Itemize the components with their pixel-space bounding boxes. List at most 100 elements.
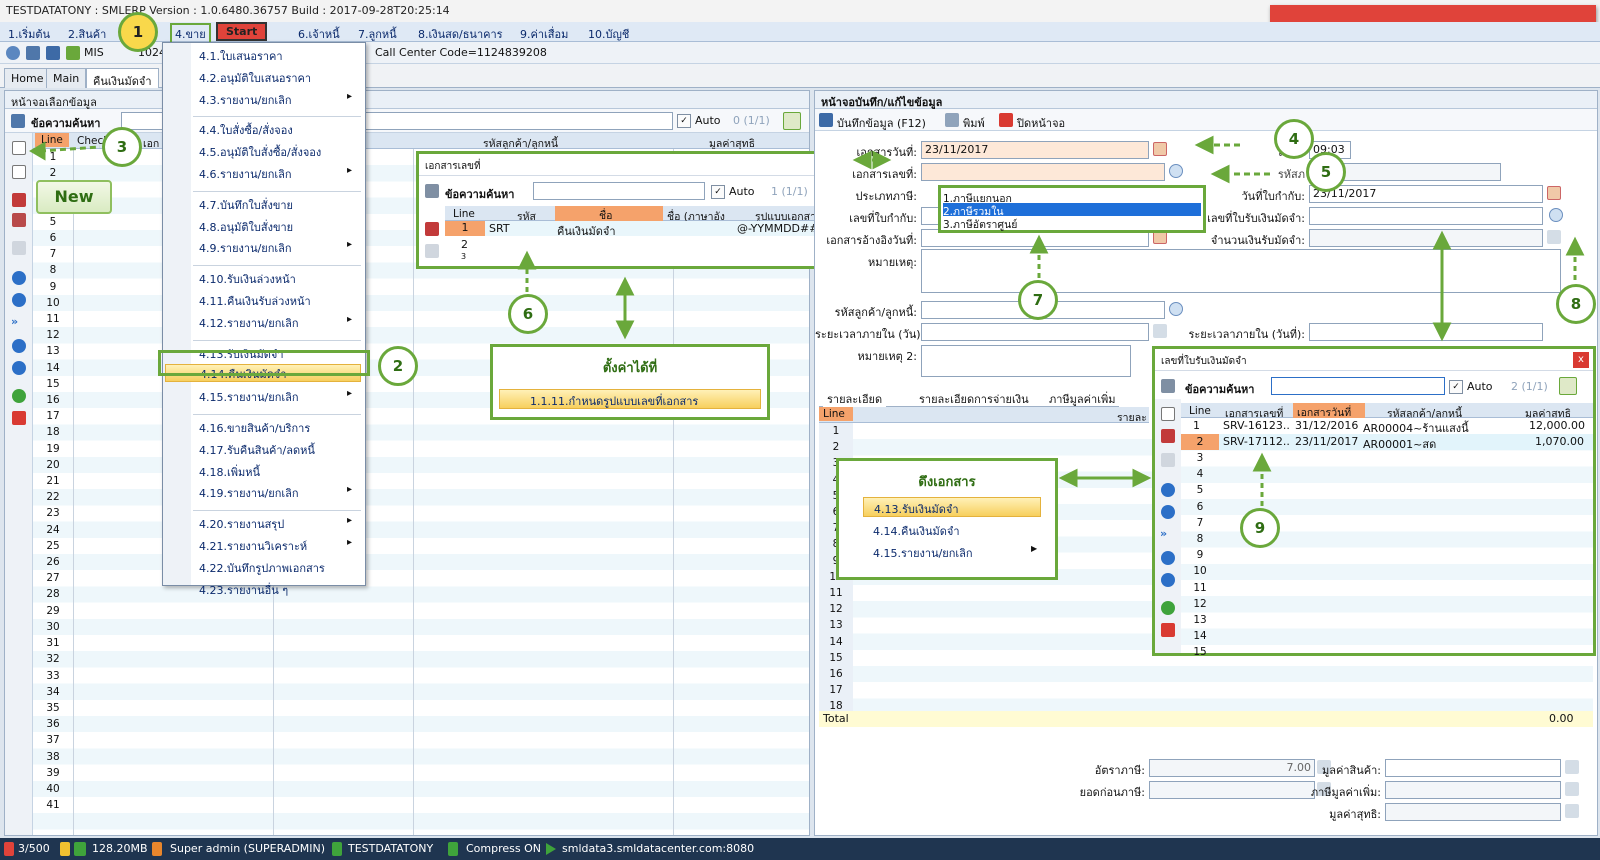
col-doc[interactable]: เอก xyxy=(143,138,160,150)
sales-menu-item[interactable]: 4.2.อนุมัติใบเสนอราคา xyxy=(199,71,312,85)
arrow-right-icon[interactable] xyxy=(1161,505,1175,519)
col-doc-date[interactable]: เอกสารวันที่ xyxy=(1293,403,1365,422)
col-doc-format[interactable]: รูปแบบเอกสาร xyxy=(755,211,822,223)
search-icon[interactable] xyxy=(1169,302,1183,316)
sales-menu-item[interactable]: 4.6.รายงาน/ยกเลิก xyxy=(199,168,292,181)
search-icon[interactable] xyxy=(783,112,801,130)
sales-menu-item[interactable]: 4.7.บันทึกใบสั่งขาย xyxy=(199,198,293,212)
sales-menu-item[interactable]: 4.20.รายงานสรุป xyxy=(199,518,285,532)
table-row[interactable]: 1 SRV-16123.. 31/12/2016 AR00004~ร้านแสง… xyxy=(1193,419,1585,435)
delete-icon[interactable] xyxy=(1161,623,1175,637)
menu-start[interactable]: 1.เริ่มต้น xyxy=(8,28,51,41)
net-value-field[interactable] xyxy=(1385,803,1561,821)
calculator-icon[interactable] xyxy=(1565,804,1579,818)
tax-option-1[interactable]: 1.ภาษีแยกนอก xyxy=(943,193,1012,205)
arrow-up-icon[interactable] xyxy=(1161,551,1175,565)
sales-menu-item[interactable]: 4.3.รายงาน/ยกเลิก xyxy=(199,93,292,107)
col-doc-no[interactable]: เอกสารเลขที่ xyxy=(1225,408,1284,420)
col-customer[interactable]: รหัสลูกค้า/ลูกหนี้ xyxy=(483,138,559,150)
sales-menu-item[interactable]: 4.1.ใบเสนอราคา xyxy=(199,50,283,63)
col-line[interactable]: Line xyxy=(453,208,475,220)
menu-cash-bank[interactable]: 8.เงินสด/ธนาคาร xyxy=(418,28,503,41)
close-icon[interactable]: x xyxy=(1573,352,1589,368)
arrow-left-icon[interactable] xyxy=(12,271,26,285)
new-document-icon[interactable] xyxy=(12,141,26,155)
arrow-down-icon[interactable] xyxy=(12,361,26,375)
arrow-down-icon[interactable] xyxy=(1161,573,1175,587)
table-row[interactable]: 2 SRV-17112.. 23/11/2017 AR00001~สด 1,07… xyxy=(1181,434,1593,451)
menu-depreciation[interactable]: 9.ค่าเสื่อม xyxy=(520,28,569,41)
period-days-field[interactable] xyxy=(921,323,1149,341)
list-icon[interactable] xyxy=(425,244,439,258)
col-name-en[interactable]: ชื่อ (ภาษาอัง xyxy=(667,211,725,223)
calendar-icon[interactable] xyxy=(1153,142,1167,156)
col-line[interactable]: Line xyxy=(819,407,853,421)
tax-option-2[interactable]: 2.ภาษีรวมใน xyxy=(943,203,1201,218)
left-auto-checkbox[interactable]: ✓ xyxy=(677,114,691,128)
sales-menu-item[interactable]: 4.4.ใบสั่งซื้อ/สั่งจอง xyxy=(199,124,293,138)
vat-rate-field[interactable]: 7.00 xyxy=(1149,759,1315,777)
deposit-search-input[interactable] xyxy=(1271,377,1445,395)
tab-vat[interactable]: ภาษีมูลค่าเพิ่ม xyxy=(1049,393,1116,406)
checklist-icon[interactable] xyxy=(1161,429,1175,443)
calculator-icon[interactable] xyxy=(1317,782,1331,796)
checklist-icon[interactable] xyxy=(425,222,439,236)
tax-option-3[interactable]: 3.ภาษีอัตราศูนย์ xyxy=(943,219,1018,231)
sales-menu-item[interactable]: 4.23.รายงานอื่น ๆ xyxy=(199,583,289,597)
calculator-icon[interactable] xyxy=(1317,760,1331,774)
sales-menu-item[interactable]: 4.11.คืนเงินรับล่วงหน้า xyxy=(199,295,311,308)
checklist-icon[interactable] xyxy=(12,193,26,207)
sales-menu-item[interactable]: 4.10.รับเงินล่วงหน้า xyxy=(199,273,296,287)
pull-item-refund-deposit[interactable]: 4.14.คืนเงินมัดจำ xyxy=(873,525,960,538)
document-icon[interactable] xyxy=(12,165,26,179)
tab-payment-detail[interactable]: รายละเอียดการจ่ายเงิน xyxy=(919,393,1029,406)
confirm-icon[interactable] xyxy=(1161,601,1175,615)
doc-popup-auto-checkbox[interactable]: ✓ xyxy=(711,185,725,199)
vat-field[interactable] xyxy=(1385,781,1561,799)
search-icon[interactable] xyxy=(1549,208,1563,222)
start-button[interactable]: Start xyxy=(216,22,268,41)
window-icon[interactable] xyxy=(26,46,40,60)
export-icon[interactable] xyxy=(12,213,26,227)
doc-number-field[interactable] xyxy=(921,163,1165,181)
tab-main[interactable]: Main xyxy=(46,68,87,88)
calculator-icon[interactable] xyxy=(1565,782,1579,796)
chevron-down-icon[interactable] xyxy=(6,46,20,60)
period-date-field[interactable] xyxy=(1309,323,1543,341)
col-customer[interactable]: รหัสลูกค้า/ลูกหนี้ xyxy=(1387,408,1463,420)
col-check[interactable]: Check xyxy=(77,135,110,147)
menu-products[interactable]: 2.สินค้า xyxy=(68,28,107,41)
fast-forward-icon[interactable]: » xyxy=(11,315,19,328)
col-name[interactable]: ชื่อ xyxy=(555,206,663,225)
arrow-up-icon[interactable] xyxy=(12,339,26,353)
col-detail[interactable]: รายละ xyxy=(1117,412,1147,424)
list-icon[interactable] xyxy=(12,241,26,255)
sales-menu-item[interactable]: 4.8.อนุมัติใบสั่งขาย xyxy=(199,220,294,234)
sales-menu-item[interactable]: 4.15.รายงาน/ยกเลิก xyxy=(199,391,299,405)
deposit-no-field[interactable] xyxy=(1309,207,1543,225)
doc-date-field[interactable]: 23/11/2017 xyxy=(921,141,1149,159)
calculator-icon[interactable] xyxy=(1547,230,1561,244)
menu-receivables[interactable]: 7.ลูกหนี้ xyxy=(358,28,397,41)
sales-menu-item[interactable]: 4.18.เพิ่มหนี้ xyxy=(199,465,261,479)
sales-menu-item[interactable]: 4.5.อนุมัติใบสั่งซื้อ/สั่งจอง xyxy=(199,146,322,160)
mis-label[interactable]: MIS xyxy=(84,46,104,59)
tab-detail[interactable]: รายละเอียด xyxy=(823,390,887,408)
menu-accounting[interactable]: 10.บัญชี xyxy=(588,28,630,41)
deposit-auto-checkbox[interactable]: ✓ xyxy=(1449,380,1463,394)
sales-menu-item[interactable]: 4.19.รายงาน/ยกเลิก xyxy=(199,487,299,501)
tab-deposit-refund[interactable]: คืนเงินมัดจำ xyxy=(86,68,159,88)
arrow-right-icon[interactable] xyxy=(12,293,26,307)
save-button[interactable]: บันทึกข้อมูล (F12) xyxy=(837,117,926,130)
col-net-value[interactable]: มูลค่าสุทธิ xyxy=(1525,408,1572,420)
tab-home[interactable]: Home xyxy=(4,68,51,88)
sales-menu-item[interactable]: 4.16.ขายสินค้า/บริการ xyxy=(199,422,311,435)
confirm-icon[interactable] xyxy=(12,389,26,403)
deposit-amount-field[interactable] xyxy=(1309,229,1543,247)
pull-item-receive-deposit[interactable]: 4.13.รับเงินมัดจำ xyxy=(863,497,1041,517)
list-icon[interactable] xyxy=(1161,453,1175,467)
calculator-icon[interactable] xyxy=(1565,760,1579,774)
table-row[interactable]: 1 SRT คืนเงินมัดจำ @-YYMMDD#### xyxy=(445,221,849,238)
col-code[interactable]: รหัส xyxy=(517,211,536,223)
menu-payables[interactable]: 6.เจ้าหนี้ xyxy=(298,28,340,41)
